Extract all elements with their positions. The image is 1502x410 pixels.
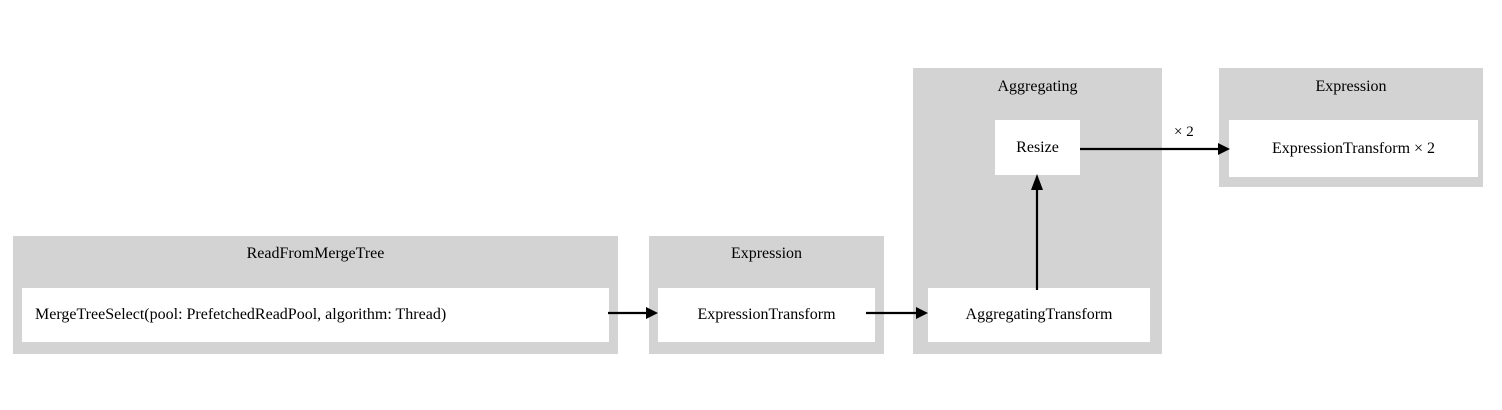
cluster-title-expression-1: Expression	[730, 245, 803, 262]
node-aggregating-transform[interactable]: AggregatingTransform	[928, 288, 1150, 342]
node-expression-transform[interactable]: ExpressionTransform	[658, 288, 875, 342]
cluster-expression-1[interactable]: Expression ExpressionTransform	[649, 236, 884, 354]
cluster-title-read-from-merge-tree: ReadFromMergeTree	[246, 245, 385, 262]
cluster-title-expression-2: Expression	[1315, 78, 1387, 95]
node-expression-transform-x2[interactable]: ExpressionTransform × 2	[1229, 120, 1478, 177]
node-resize[interactable]: Resize	[995, 120, 1080, 175]
cluster-expression-2[interactable]: Expression ExpressionTransform × 2	[1219, 68, 1483, 187]
edge-resize-to-expression2	[1080, 139, 1232, 159]
cluster-read-from-merge-tree[interactable]: ReadFromMergeTree MergeTreeSelect(pool: …	[13, 236, 618, 354]
edge-aggregating-to-resize	[1027, 172, 1047, 290]
node-merge-tree-select[interactable]: MergeTreeSelect(pool: PrefetchedReadPool…	[22, 288, 609, 342]
cluster-title-aggregating: Aggregating	[997, 78, 1078, 95]
edge-label-resize-to-expression2: × 2	[1174, 124, 1194, 140]
cluster-aggregating[interactable]: Aggregating Resize AggregatingTransform	[913, 68, 1162, 354]
edge-expression-to-aggregating	[866, 303, 930, 323]
edge-merge-to-expression	[608, 303, 660, 323]
